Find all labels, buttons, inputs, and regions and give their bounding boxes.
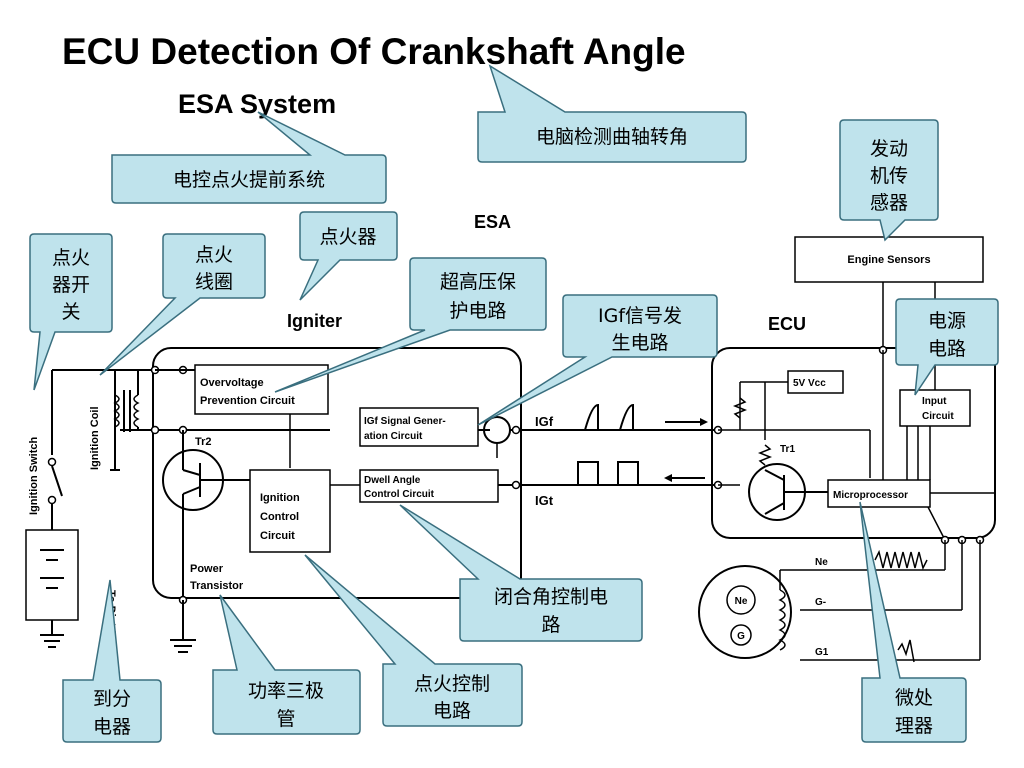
callout-ignition-coil-line2: 线圈 xyxy=(195,271,233,293)
igt-label: IGt xyxy=(535,493,554,508)
dwell-label-2: Control Circuit xyxy=(364,489,435,500)
tr2-label: Tr2 xyxy=(195,436,212,448)
callout-ignition-switch-line3: 关 xyxy=(61,301,80,323)
ecu-label: ECU xyxy=(768,314,806,334)
callout-esa-system: 电控点火提前系统 xyxy=(111,111,387,204)
dwell-label-1: Dwell Angle xyxy=(364,475,421,486)
callout-computer-crank: 电脑检测曲轴转角 xyxy=(477,64,747,163)
callout-engine-sensor-line2: 机传 xyxy=(870,165,908,187)
ignition-switch-label: Ignition Switch xyxy=(28,437,40,515)
g-minus-label: G- xyxy=(815,597,826,608)
page-title: ECU Detection Of Crankshaft Angle xyxy=(62,31,686,72)
callout-ignition-control: 点火控制 电路 xyxy=(304,554,523,727)
callout-ignition-coil-line1: 点火 xyxy=(195,244,233,266)
callout-dwell: 闭合角控制电 路 xyxy=(399,504,643,642)
igf-label: IGf xyxy=(535,414,554,429)
ignition-control-label-1: Ignition xyxy=(260,492,300,504)
callout-microprocessor-line1: 微处 xyxy=(895,687,933,709)
page-subtitle: ESA System xyxy=(178,89,336,119)
power-transistor-label-2: Transistor xyxy=(190,580,244,592)
callout-distributor-line2: 电器 xyxy=(93,716,131,738)
distributor-sensor xyxy=(698,565,792,659)
callout-power-transistor: 功率三极 管 xyxy=(212,594,361,735)
ne-rotor-label: Ne xyxy=(735,596,748,607)
callout-power-circuit: 电源 电路 xyxy=(895,298,999,396)
g1-label: G1 xyxy=(815,647,829,658)
igf-generation-label-2: ation Circuit xyxy=(364,431,423,442)
tr1-label: Tr1 xyxy=(780,444,795,455)
callout-power-transistor-line2: 管 xyxy=(276,708,295,730)
callout-computer-crank-text: 电脑检测曲轴转角 xyxy=(536,126,688,148)
input-circuit-label-1: Input xyxy=(922,396,947,407)
callout-distributor-line1: 到分 xyxy=(93,688,131,710)
callout-distributor: 到分 电器 xyxy=(62,579,162,743)
callout-igf-circuit: IGf信号发 生电路 xyxy=(477,294,718,426)
overvoltage-box xyxy=(194,364,329,415)
callout-overvoltage-line2: 护电路 xyxy=(449,300,506,322)
ne-label: Ne xyxy=(815,557,828,568)
microprocessor-label: Microprocessor xyxy=(833,490,908,501)
callout-igniter: 点火器 xyxy=(299,211,398,301)
igniter-label: Igniter xyxy=(287,311,342,331)
callout-engine-sensor: 发动 机传 感器 xyxy=(839,119,939,242)
callout-dwell-line2: 路 xyxy=(541,614,560,636)
overvoltage-label-2: Prevention Circuit xyxy=(200,395,295,407)
callout-engine-sensor-line1: 发动 xyxy=(870,138,908,160)
callout-power-circuit-line2: 电路 xyxy=(928,338,966,360)
esa-label: ESA xyxy=(474,212,511,232)
ecu-box xyxy=(711,347,996,539)
callout-overvoltage-line1: 超高压保 xyxy=(440,271,516,293)
callout-esa-system-text: 电控点火提前系统 xyxy=(173,169,325,191)
callout-ignition-switch: 点火 器开 关 xyxy=(29,233,113,391)
callout-power-transistor-line1: 功率三极 xyxy=(248,680,324,702)
ignition-control-box xyxy=(249,469,331,553)
callout-power-circuit-line1: 电源 xyxy=(928,310,966,332)
ignition-control-label-3: Circuit xyxy=(260,530,295,542)
callout-igf-circuit-line2: 生电路 xyxy=(611,332,668,354)
callout-igf-circuit-line1: IGf信号发 xyxy=(598,305,682,327)
callout-ignition-control-line2: 电路 xyxy=(433,700,471,722)
g-rotor-label: G xyxy=(737,631,745,642)
callouts: 电脑检测曲轴转角 电控点火提前系统 发动 机传 感器 点火器 点火 器开 关 xyxy=(29,64,999,743)
igf-generation-box xyxy=(359,407,479,447)
input-circuit-label-2: Circuit xyxy=(922,411,954,422)
callout-igniter-text: 点火器 xyxy=(319,226,376,248)
callout-engine-sensor-line3: 感器 xyxy=(870,192,908,214)
callout-ignition-switch-line1: 点火 xyxy=(52,247,90,269)
callout-microprocessor: 微处 理器 xyxy=(859,501,967,743)
igf-generation-label-1: IGf Signal Gener- xyxy=(364,416,446,427)
overvoltage-label-1: Overvoltage xyxy=(200,377,264,389)
power-transistor-label-1: Power xyxy=(190,563,224,575)
vcc-label: 5V Vcc xyxy=(793,378,826,389)
callout-ignition-control-line1: 点火控制 xyxy=(414,673,490,695)
ignition-control-label-2: Control xyxy=(260,511,299,523)
ignition-coil-label: Ignition Coil xyxy=(89,406,101,470)
callout-overvoltage: 超高压保 护电路 xyxy=(274,257,547,393)
callout-microprocessor-line2: 理器 xyxy=(895,715,933,737)
callout-ignition-switch-line2: 器开 xyxy=(52,274,90,296)
circuit: Engine Sensors ESA Igniter ECU Ignition … xyxy=(25,212,996,663)
callout-dwell-line1: 闭合角控制电 xyxy=(494,586,608,608)
igniter-box xyxy=(152,347,522,599)
callout-ignition-coil: 点火 线圈 xyxy=(99,233,266,376)
engine-sensors-label: Engine Sensors xyxy=(847,254,930,266)
